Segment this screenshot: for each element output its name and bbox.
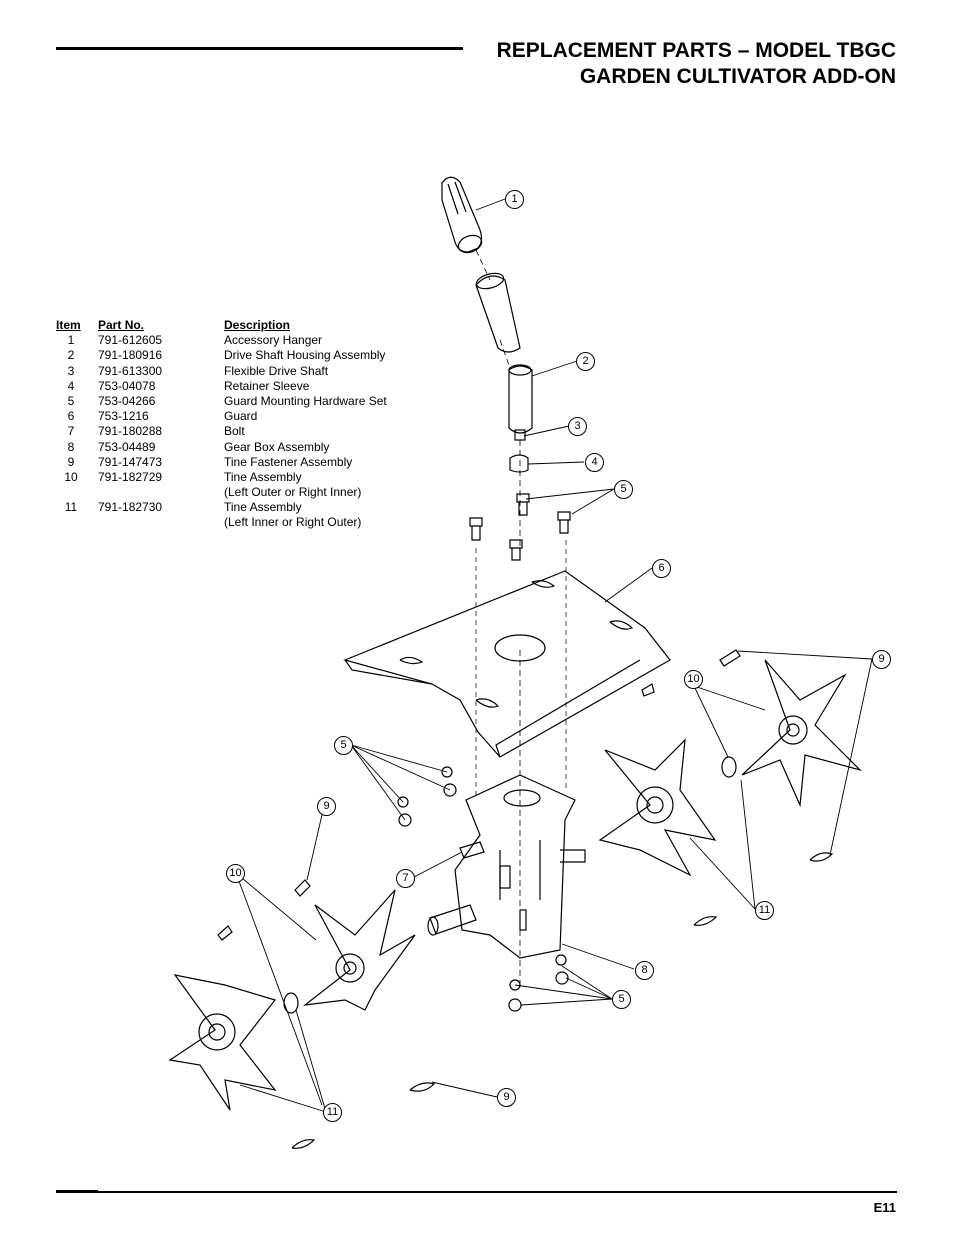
right-outer-tine (741, 659, 863, 808)
title-line-1: REPLACEMENT PARTS – MODEL TBGC (496, 39, 896, 62)
row-item: 3 (67, 363, 75, 378)
callout-9-right: 9 (872, 650, 891, 669)
callout-7: 7 (396, 869, 415, 888)
callout-4: 4 (585, 453, 604, 472)
row-desc: Gear Box Assembly (224, 439, 330, 454)
row-item: 7 (67, 424, 75, 439)
row-desc: (Left Outer or Right Inner) (224, 485, 362, 500)
row-item: 2 (67, 348, 75, 363)
callout-5-top: 5 (614, 480, 633, 499)
row-part: 791-180288 (98, 424, 163, 439)
gear-box-assembly (427, 774, 586, 959)
row-desc: (Left Inner or Right Outer) (224, 515, 362, 530)
footer-rule-accent (56, 1190, 98, 1193)
callout-3: 3 (568, 417, 587, 436)
callout-9-bottom: 9 (497, 1088, 516, 1107)
row-item: 5 (67, 393, 75, 408)
guard-bolts-top (469, 493, 571, 800)
row-part: 791-182729 (98, 469, 163, 484)
row-item: 11 (64, 500, 78, 515)
footer-rule (56, 1191, 897, 1193)
row-part: 791-612605 (98, 333, 163, 348)
retainer-sleeve (509, 454, 529, 473)
callout-5-bottom: 5 (612, 990, 631, 1009)
row-desc: Drive Shaft Housing Assembly (224, 348, 386, 363)
title-line-2: GARDEN CULTIVATOR ADD-ON (579, 65, 896, 88)
callout-5-middle: 5 (334, 736, 353, 755)
row-desc: Guard (224, 409, 258, 424)
callout-11-right: 11 (755, 901, 774, 920)
row-item: 8 (67, 439, 75, 454)
gear-bolt (459, 841, 485, 859)
drive-shaft-housing (508, 364, 533, 441)
drive-shaft-sleeve (475, 272, 521, 353)
row-part: 791-613300 (98, 363, 163, 378)
callout-9-left: 9 (317, 797, 336, 816)
row-desc: Flexible Drive Shaft (224, 363, 329, 378)
row-desc: Retainer Sleeve (224, 378, 310, 393)
row-item: 10 (64, 469, 78, 484)
callout-8: 8 (635, 961, 654, 980)
header-description: Description (224, 318, 291, 332)
row-item: 9 (67, 454, 75, 469)
left-inner-tine (302, 889, 416, 1011)
accessory-hanger (441, 176, 483, 254)
row-part: 753-04489 (98, 439, 156, 454)
header-part-suffix: No. (124, 318, 145, 332)
row-item: 4 (67, 378, 75, 393)
guard-plate (343, 570, 671, 758)
leader-lines (235, 198, 873, 1113)
row-part: 753-04266 (98, 393, 156, 408)
row-desc: Tine Assembly (224, 500, 302, 515)
left-spacer (283, 992, 299, 1014)
row-desc: Accessory Hanger (224, 333, 323, 348)
header-item: Item (56, 318, 81, 332)
row-item: 6 (67, 409, 75, 424)
callout-10-right: 10 (684, 670, 703, 689)
callout-1: 1 (505, 190, 524, 209)
row-part: 753-1216 (98, 409, 149, 424)
right-inner-tine (598, 738, 717, 877)
row-desc: Tine Assembly (224, 469, 302, 484)
tine-fasteners (217, 649, 834, 1149)
callout-11-left: 11 (323, 1103, 342, 1122)
header-part-prefix: Part (98, 318, 122, 332)
row-desc: Guard Mounting Hardware Set (224, 393, 387, 408)
row-part: 791-182730 (98, 500, 163, 515)
callout-6: 6 (652, 559, 671, 578)
row-part: 753-04078 (98, 378, 156, 393)
header-part-no: Part No. (98, 318, 144, 333)
left-outer-tine (168, 974, 277, 1111)
row-item: 1 (67, 333, 75, 348)
row-part: 791-147473 (98, 454, 163, 469)
row-desc: Bolt (224, 424, 245, 439)
right-spacer (721, 756, 737, 778)
header-rule (56, 47, 463, 50)
callout-10-left: 10 (226, 864, 245, 883)
guard-nuts (397, 766, 457, 827)
callout-2: 2 (576, 352, 595, 371)
row-desc: Tine Fastener Assembly (224, 454, 353, 469)
row-part: 791-180916 (98, 348, 163, 363)
page-title: REPLACEMENT PARTS – MODEL TBGC GARDEN CU… (497, 38, 896, 90)
page-number: E11 (873, 1200, 896, 1215)
